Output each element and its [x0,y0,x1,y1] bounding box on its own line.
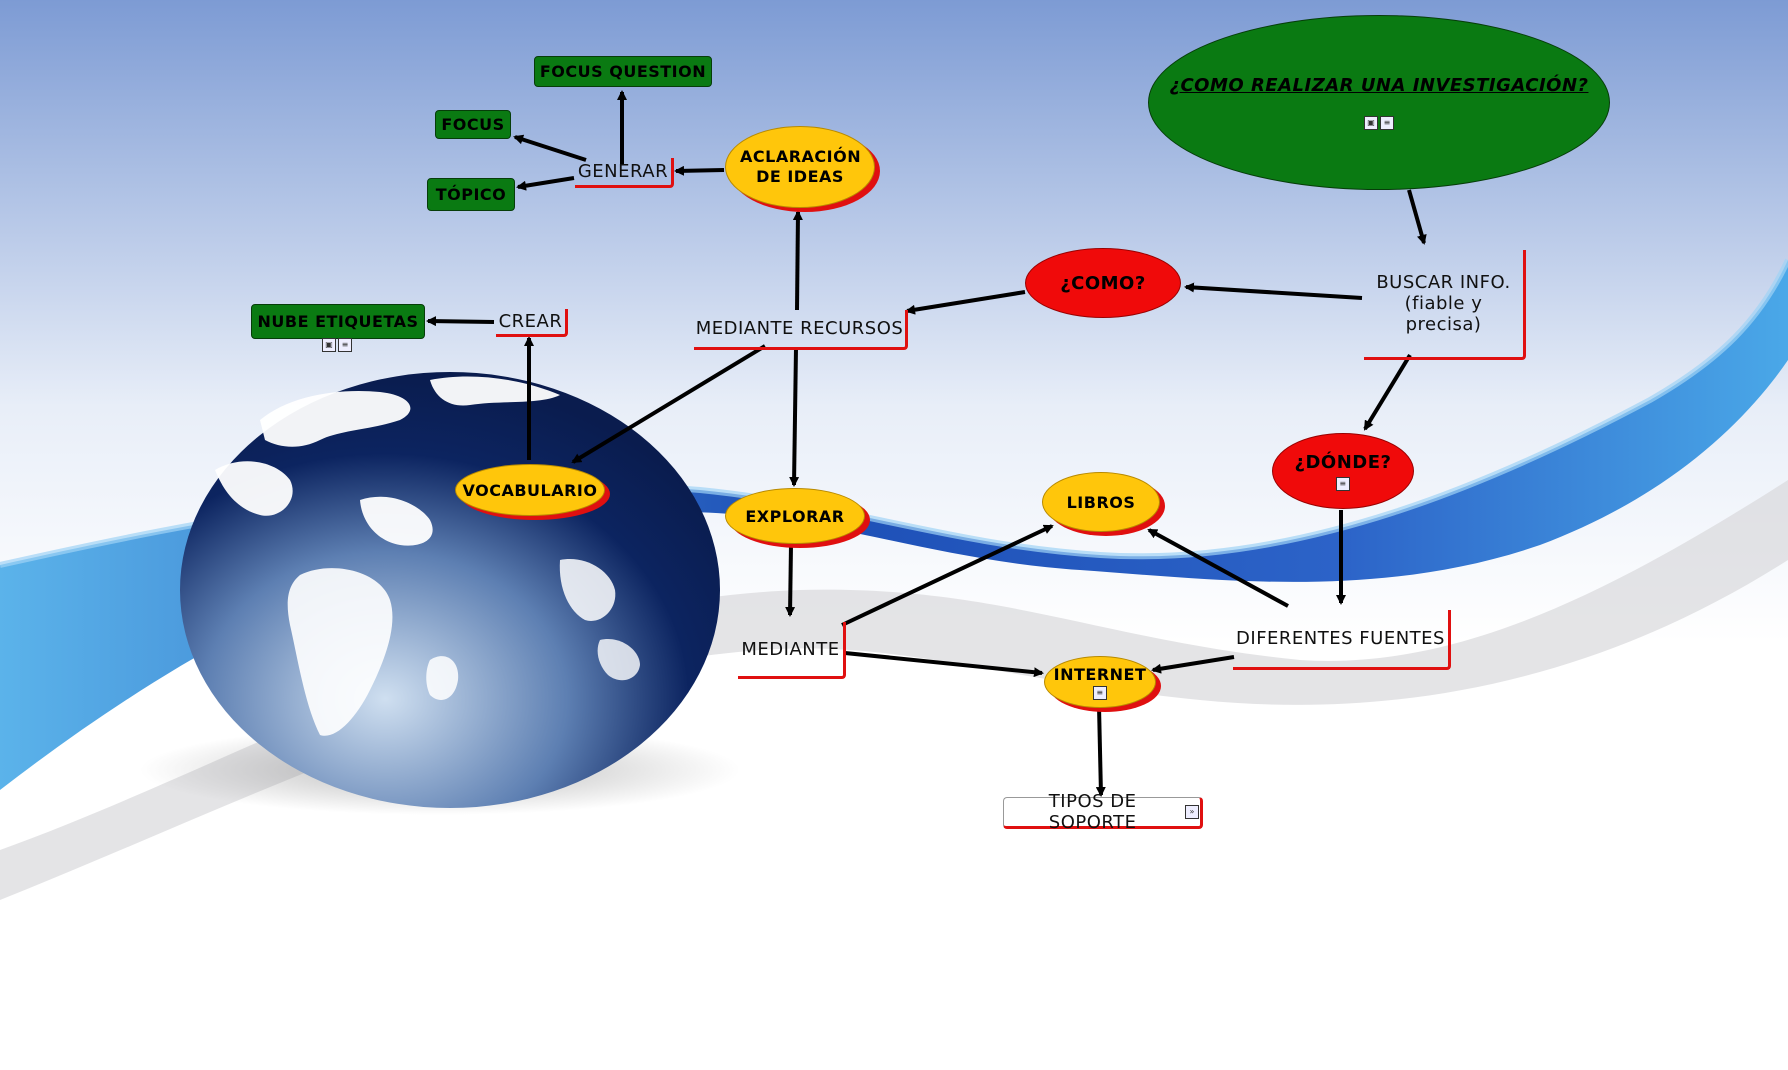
arrow-como-mediante-recursos [905,290,1026,315]
node-nube-etiquetas[interactable]: NUBE ETIQUETAS [251,304,425,339]
arrow-diferentes-libros [1147,528,1289,608]
nube-attachment-icons[interactable]: ▣≡ [321,332,353,352]
arrow-title-buscar [1407,189,1427,245]
node-label: ¿COMO? [1060,272,1146,294]
node-label: FOCUS [441,115,505,134]
node-topico[interactable]: TÓPICO [427,178,515,211]
node-libros[interactable]: LIBROS [1042,472,1160,532]
node-internet[interactable]: INTERNET ≡ [1044,656,1156,708]
node-focus[interactable]: FOCUS [435,110,511,139]
arrow-diferentes-internet [1151,655,1235,674]
node-label-line1: BUSCAR INFO. [1376,272,1511,293]
node-focus-question[interactable]: FOCUS QUESTION [534,56,712,87]
arrow-mediante-libros [841,524,1054,627]
node-label-line2: (fiable y precisa) [1404,293,1483,335]
title-node[interactable]: ¿COMO REALIZAR UNA INVESTIGACIÓN? ▣≡ [1148,15,1610,190]
node-donde[interactable]: ¿DÓNDE? ≡ [1272,433,1414,509]
document-attachment-icon[interactable]: ≡ [338,338,352,352]
attachment-icons[interactable]: ▣≡ [1363,110,1395,130]
node-label: VOCABULARIO [462,480,598,500]
page-title[interactable]: ¿COMO REALIZAR UNA INVESTIGACIÓN? [1169,75,1589,96]
arrow-generar-topico [516,176,575,191]
image-attachment-icon[interactable]: ▣ [322,338,336,352]
node-tipos-de-soporte[interactable]: TIPOS DE SOPORTE » [1003,791,1203,833]
node-label: MEDIANTE [741,638,840,660]
arrow-mediante-recursos-vocabulario [571,344,767,464]
node-crear[interactable]: CREAR [496,309,568,337]
node-label: ACLARACIÓN DE IDEAS [740,147,862,186]
node-label: DIFERENTES FUENTES [1236,628,1445,649]
node-aclaracion[interactable]: ACLARACIÓN DE IDEAS [725,126,875,208]
node-diferentes-fuentes[interactable]: DIFERENTES FUENTES [1233,610,1451,670]
document-attachment-icon[interactable]: ≡ [1380,116,1394,130]
image-attachment-icon[interactable]: ▣ [1364,116,1378,130]
node-label: MEDIANTE RECURSOS [695,318,904,339]
node-label: LIBROS [1066,492,1136,512]
arrow-buscar-donde [1363,353,1412,431]
arrow-internet-tipos [1095,705,1106,797]
document-attachment-icon[interactable]: ≡ [1336,476,1350,491]
node-label: TIPOS DE SOPORTE [1048,791,1137,833]
node-label: FOCUS QUESTION [539,62,707,81]
arrow-aclaracion-generar [674,165,725,176]
node-label: EXPLORAR [745,506,845,526]
arrow-crear-nube [426,316,495,327]
arrow-generar-focus [513,134,587,162]
node-label: TÓPICO [435,185,507,204]
node-vocabulario[interactable]: VOCABULARIO [455,464,605,516]
node-explorar[interactable]: EXPLORAR [725,488,865,544]
arrow-mediante-recursos-aclaracion [792,210,803,311]
node-mediante[interactable]: MEDIANTE [738,622,846,679]
node-buscar-info[interactable]: BUSCAR INFO. (fiable y precisa) [1364,250,1526,360]
node-label: GENERAR [577,161,669,182]
node-mediante-recursos[interactable]: MEDIANTE RECURSOS [694,310,908,350]
node-label: ¿DÓNDE? [1294,451,1392,473]
expand-icon[interactable]: » [1185,805,1199,819]
node-como[interactable]: ¿COMO? [1025,248,1181,318]
document-attachment-icon[interactable]: ≡ [1093,685,1107,700]
node-label: CREAR [498,311,563,332]
arrow-buscar-como [1184,282,1363,300]
arrow-explorar-mediante [785,544,796,617]
arrow-mediante-internet [844,651,1044,678]
node-label: INTERNET [1053,664,1147,684]
node-generar[interactable]: GENERAR [575,158,674,188]
node-label: NUBE ETIQUETAS [257,312,419,331]
arrow-mediante-recursos-explorar [789,347,800,487]
